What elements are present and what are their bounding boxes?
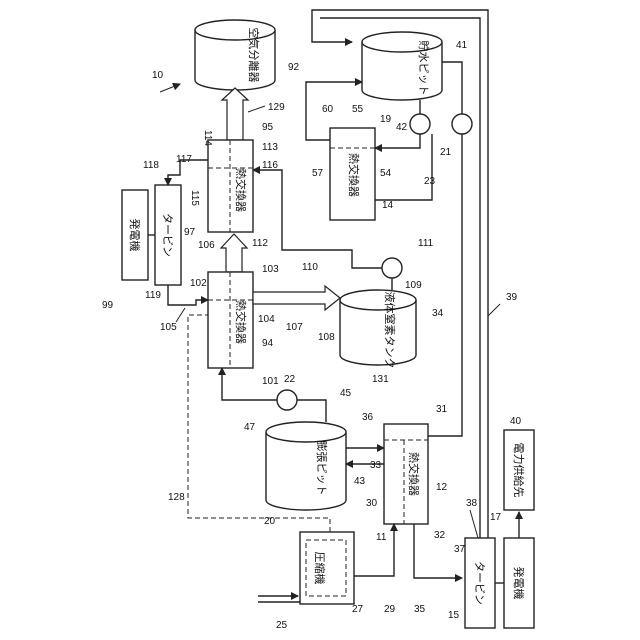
figure-number: 10 xyxy=(152,70,164,81)
water-pit-label: 貯水ピット xyxy=(417,41,430,96)
ref-111: 111 xyxy=(418,238,434,249)
lin-tank-label: 液体窒素タンク xyxy=(383,292,397,369)
ref-22: 22 xyxy=(284,374,296,385)
ref-32: 32 xyxy=(434,530,446,541)
ref-104: 104 xyxy=(258,314,275,325)
compressor-label: 圧縮機 xyxy=(313,552,327,585)
power-destination-label: 電力供給先 xyxy=(512,443,526,498)
ref-108: 108 xyxy=(318,332,335,343)
hx12-label: 熱交換器 xyxy=(407,452,421,496)
ref-101: 101 xyxy=(262,376,279,387)
ref-36: 36 xyxy=(362,412,374,423)
generator-17-label: 発電機 xyxy=(512,567,526,600)
ref-129: 129 xyxy=(268,102,285,113)
ref-15: 15 xyxy=(448,610,460,621)
ref-11: 11 xyxy=(376,532,387,543)
ref-25: 25 xyxy=(276,620,288,631)
ref-131: 131 xyxy=(372,374,389,385)
ref-102: 102 xyxy=(190,278,207,289)
water-pit: 貯水ピット xyxy=(362,32,442,100)
ref-103: 103 xyxy=(262,264,279,275)
ref-94: 94 xyxy=(262,338,274,349)
ref-106: 106 xyxy=(198,240,215,251)
ref-21: 21 xyxy=(440,147,452,158)
hx14-label: 熱交換器 xyxy=(347,153,361,197)
pump-111 xyxy=(382,258,402,278)
ref-119: 119 xyxy=(145,290,161,301)
ref-27: 27 xyxy=(352,604,364,615)
ref-31: 31 xyxy=(436,404,448,415)
ref-54: 54 xyxy=(380,168,392,179)
expansion-pit: 膨張ピット xyxy=(266,422,346,510)
ref-35: 35 xyxy=(414,604,426,615)
ref-14: 14 xyxy=(382,200,394,211)
pipe-94-to-tank xyxy=(253,286,340,310)
ref-97: 97 xyxy=(184,227,196,238)
air-separator-label: 空気分離器 xyxy=(247,28,261,83)
ref-128: 128 xyxy=(168,492,185,503)
ref-113: 113 xyxy=(262,142,278,153)
ref-43: 43 xyxy=(354,476,366,487)
ref-99: 99 xyxy=(102,300,114,311)
expansion-pit-label: 膨張ピット xyxy=(315,441,329,496)
ref-105: 105 xyxy=(160,322,177,333)
ref-92: 92 xyxy=(288,62,300,73)
ref-12: 12 xyxy=(436,482,448,493)
ref-19: 19 xyxy=(380,114,392,125)
ref-41: 41 xyxy=(456,40,468,51)
ref-17: 17 xyxy=(490,512,502,523)
ref-34: 34 xyxy=(432,308,444,319)
ref-110: 110 xyxy=(302,262,318,273)
ref-55: 55 xyxy=(352,104,364,115)
ref-23: 23 xyxy=(424,176,436,187)
ref-47: 47 xyxy=(244,422,256,433)
ref-112: 112 xyxy=(252,238,268,249)
hx95-label: 熱交換器 xyxy=(234,168,248,212)
liquid-nitrogen-tank: 液体窒素タンク xyxy=(340,290,416,369)
ref-114: 114 xyxy=(202,130,213,146)
hx94-label: 熱交換器 xyxy=(234,300,248,344)
generator-99-label: 発電機 xyxy=(128,219,142,252)
ref-42: 42 xyxy=(396,122,408,133)
ref-30: 30 xyxy=(366,498,378,509)
ref-60: 60 xyxy=(322,104,334,115)
ref-33: 33 xyxy=(370,460,382,471)
turbine-97-label: タービン xyxy=(161,213,174,257)
ref-37: 37 xyxy=(454,544,466,555)
ref-115: 115 xyxy=(189,190,200,206)
ref-107: 107 xyxy=(286,322,303,333)
heat-exchanger-12 xyxy=(384,424,428,524)
pipe-to-air-separator xyxy=(222,88,248,140)
ref-109: 109 xyxy=(405,280,422,291)
ref-38: 38 xyxy=(466,498,478,509)
ref-39: 39 xyxy=(506,292,518,303)
pump-22 xyxy=(277,390,297,410)
turbine-15-label: タービン xyxy=(473,561,486,605)
pump-21 xyxy=(452,114,472,134)
ref-45: 45 xyxy=(340,388,352,399)
pipe-94-to-95 xyxy=(221,234,247,272)
air-separator: 空気分離器 xyxy=(195,20,275,90)
ref-118: 118 xyxy=(143,160,159,171)
ref-29: 29 xyxy=(384,604,396,615)
ref-57: 57 xyxy=(312,168,324,179)
ref-95: 95 xyxy=(262,122,274,133)
pump-42 xyxy=(410,114,430,134)
ref-40: 40 xyxy=(510,416,522,427)
